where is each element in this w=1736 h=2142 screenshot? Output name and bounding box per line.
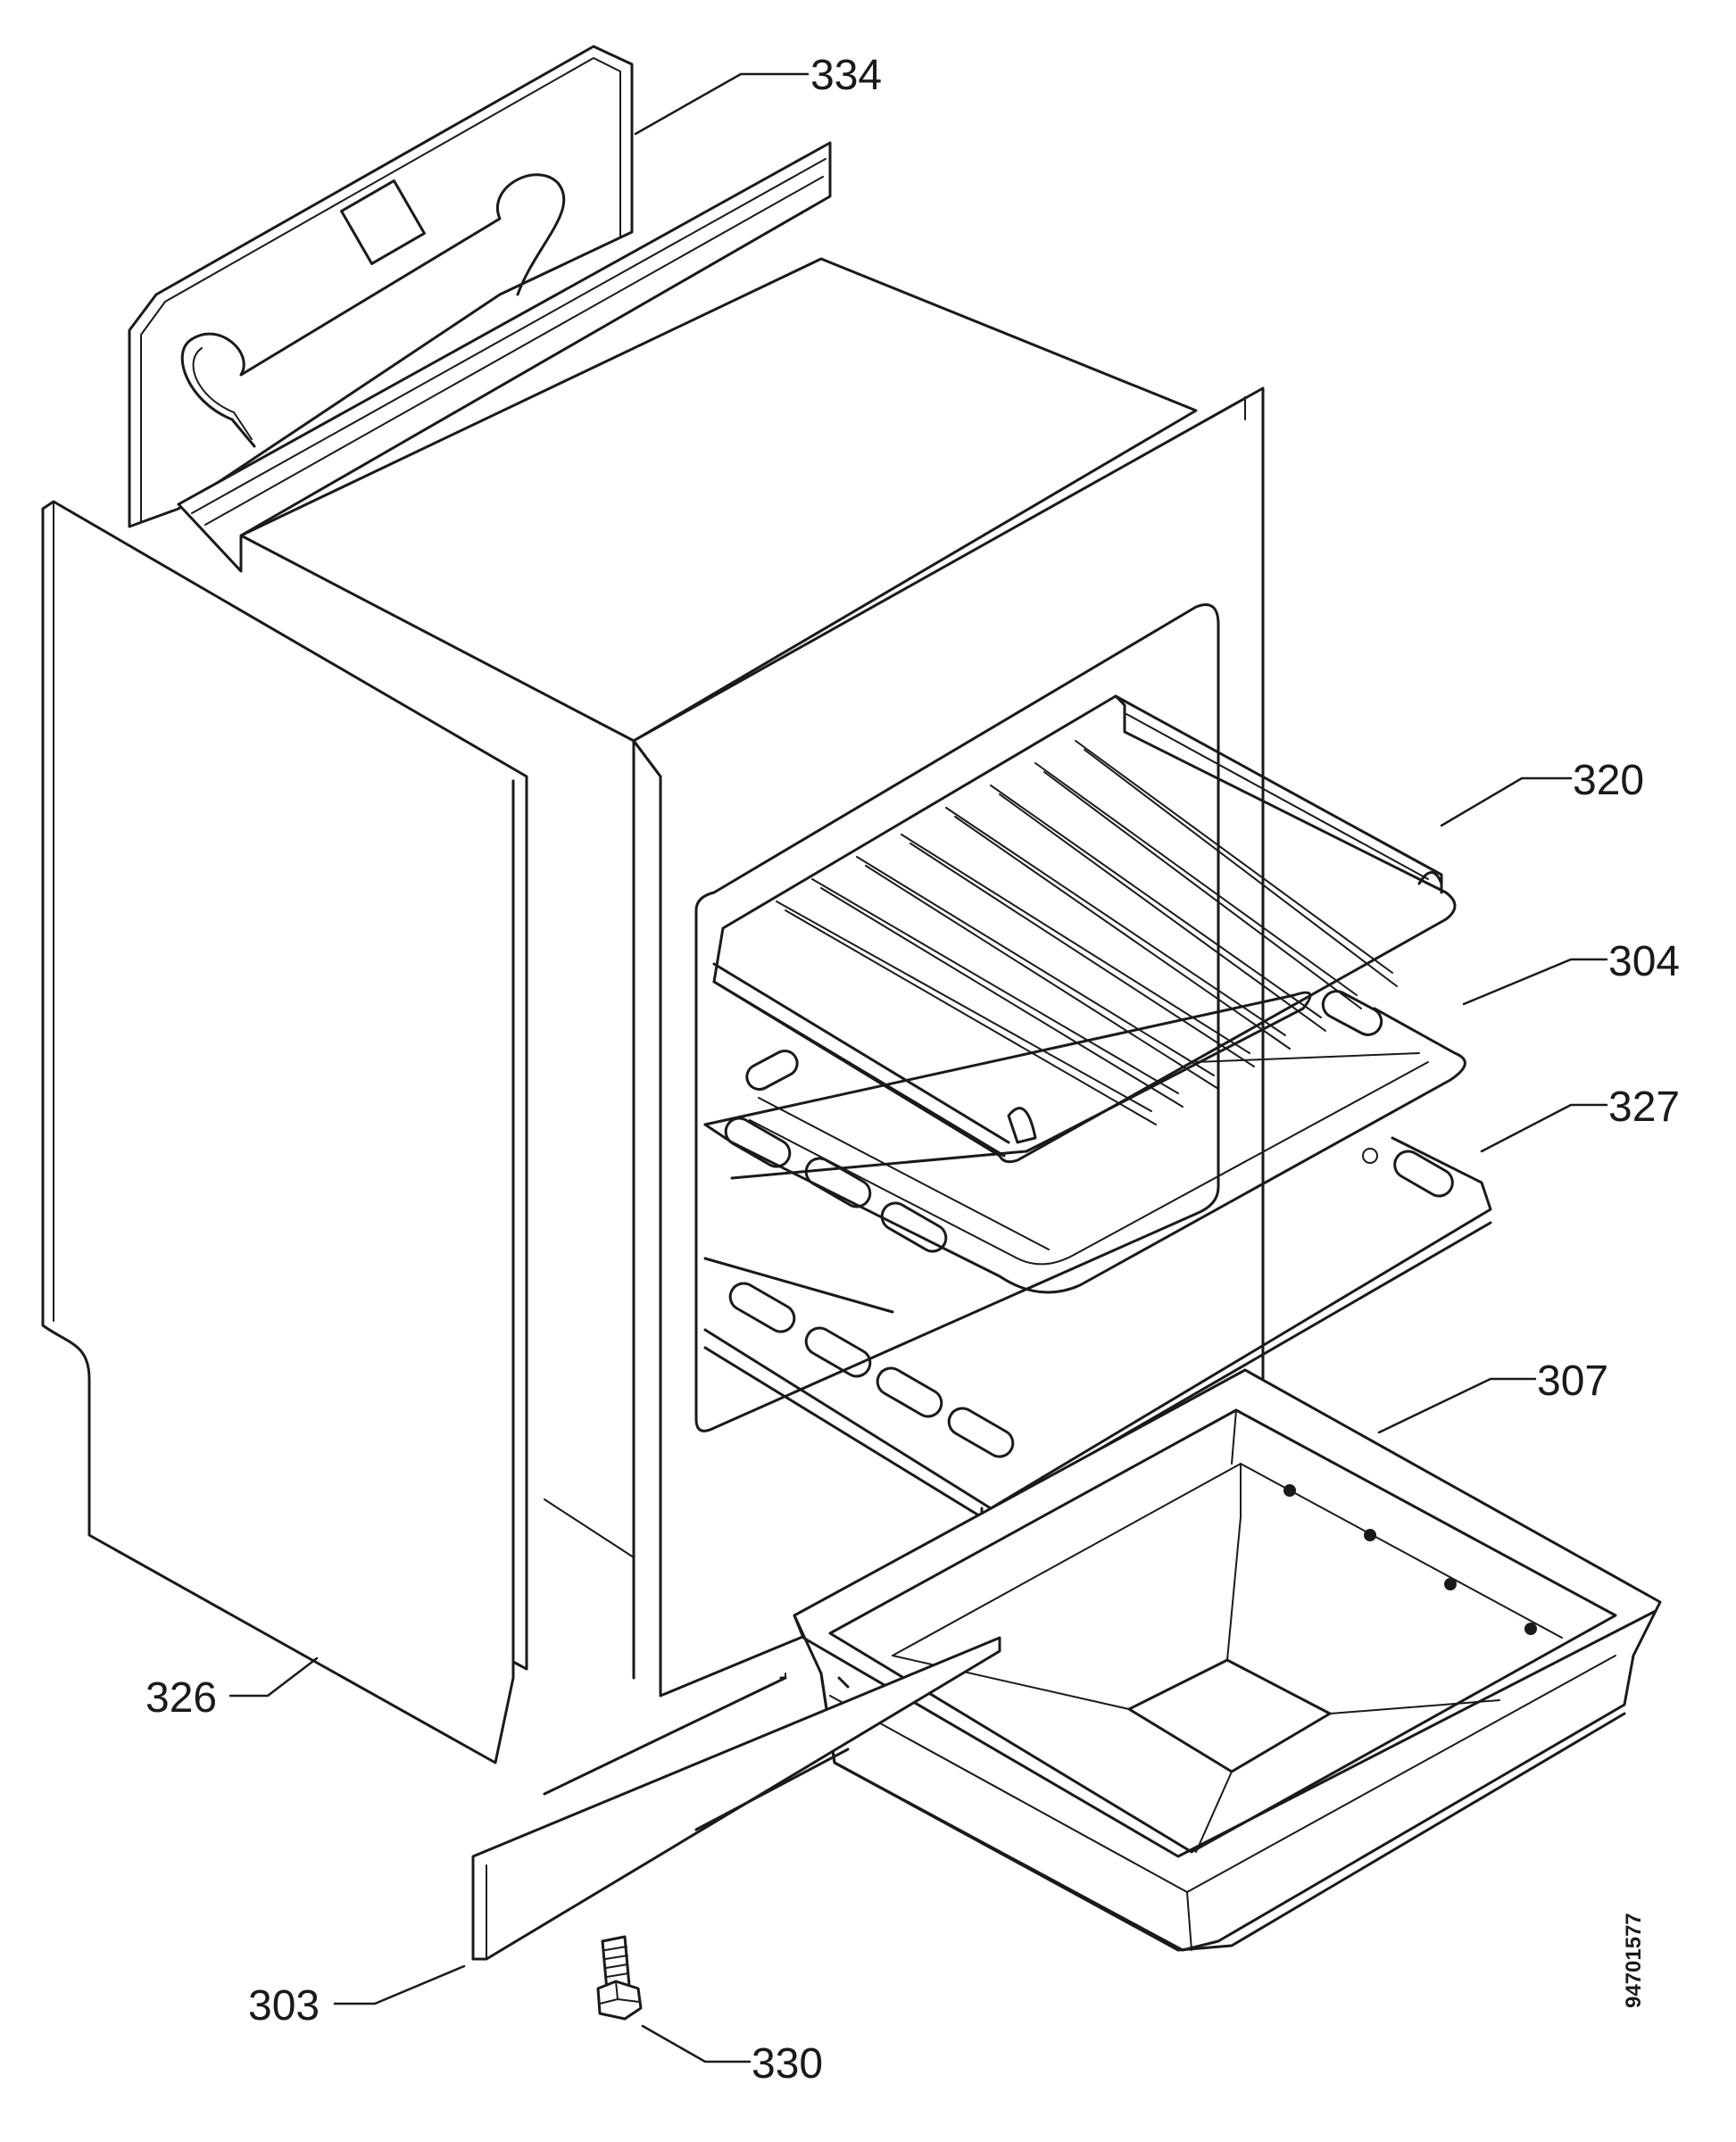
- leader-lines: [228, 72, 1608, 2063]
- callout-330: 330: [752, 2040, 823, 2088]
- side-panel-326: [41, 500, 528, 1764]
- kick-plate-303: [471, 1636, 1001, 1961]
- oven-cavity-body: [177, 141, 1265, 1698]
- callout-320: 320: [1573, 757, 1644, 804]
- callout-334: 334: [810, 52, 882, 99]
- callout-326: 326: [145, 1674, 217, 1722]
- screw-330: [596, 1935, 643, 2021]
- baking-tray-304: [703, 990, 1466, 1294]
- wire-shelf-320: [712, 694, 1457, 1164]
- callout-303: 303: [248, 1982, 320, 2030]
- rear-panel-334: [128, 45, 634, 528]
- cavity-shelf-slots: [724, 1049, 948, 1253]
- callout-327: 327: [1608, 1083, 1680, 1131]
- document-number: 94701577: [1622, 1913, 1646, 2008]
- callout-304: 304: [1608, 938, 1680, 985]
- callout-307: 307: [1537, 1357, 1608, 1405]
